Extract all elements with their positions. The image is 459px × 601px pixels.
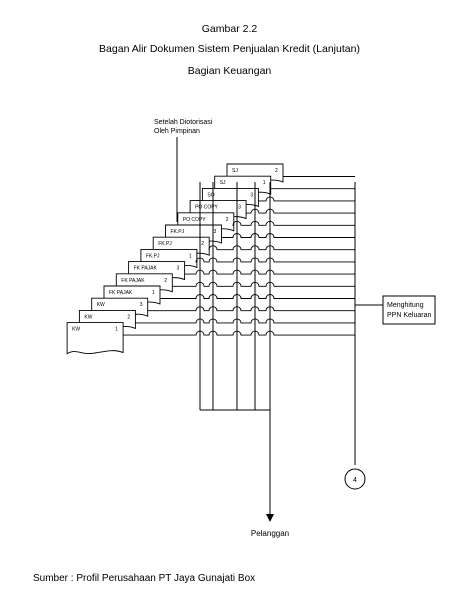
document-label: SJ — [232, 168, 238, 174]
document-copy-number: 1 — [189, 253, 192, 259]
document-wire — [147, 306, 355, 312]
document-copy-number: 1 — [152, 290, 155, 296]
document-wire — [208, 245, 355, 251]
destination-label: Pelanggan — [251, 529, 289, 538]
process-label-1: Menghitung — [387, 302, 424, 309]
document-14: KW 1 — [66, 322, 124, 355]
source-note: Sumber : Profil Perusahaan PT Jaya Gunaj… — [33, 573, 256, 584]
document-label: KW — [84, 314, 92, 320]
document-label: FK PAJAK — [109, 290, 133, 296]
annotation-line-1: Setelah Diotorisasi — [154, 119, 213, 126]
document-label: PO COPY — [183, 217, 206, 223]
document-label: KW — [97, 302, 105, 308]
document-label: FK.PJ — [146, 253, 160, 259]
document-label: SO — [207, 192, 214, 198]
document-copy-number: 2 — [226, 217, 229, 223]
document-copy-number: 3 — [214, 229, 217, 235]
document-copy-number: 3 — [238, 205, 241, 211]
connector-lines — [123, 176, 383, 411]
document-label: FK.PJ — [171, 229, 185, 235]
connector-label: 4 — [353, 477, 357, 484]
process-menghitung-ppn: Menghitung PPN Keluaran — [382, 295, 436, 325]
document-wire — [135, 318, 355, 324]
document-wire — [184, 269, 355, 275]
document-copy-number: 2 — [275, 168, 278, 174]
document-wire — [195, 257, 355, 263]
document-wire — [258, 196, 355, 202]
offpage-connector: 4 — [344, 468, 366, 490]
document-wire — [123, 330, 355, 336]
document-copy-number: 1 — [263, 180, 266, 186]
document-copy-number: 2 — [201, 241, 204, 247]
document-copy-number: 1 — [115, 327, 118, 333]
document-copy-number: 3 — [177, 266, 180, 272]
document-wire — [232, 220, 355, 226]
document-wire — [221, 233, 355, 238]
document-label: FK PAJAK — [121, 278, 145, 284]
figure-title: Bagan Alir Dokumen Sistem Penjualan Kred… — [99, 43, 360, 55]
document-label: KW — [72, 327, 80, 333]
document-wire — [246, 208, 355, 214]
annotation-line-2: Oleh Pimpinan — [154, 128, 200, 135]
process-label-2: PPN Keluaran — [387, 312, 431, 319]
document-copy-number: 3 — [250, 192, 253, 198]
figure-number: Gambar 2.2 — [201, 23, 258, 35]
figure-subtitle: Bagian Keuangan — [187, 65, 272, 77]
document-copy-number: 2 — [164, 278, 167, 284]
document-wire — [172, 281, 355, 287]
document-copy-number: 3 — [140, 302, 143, 308]
document-label: SJ — [220, 180, 226, 186]
document-shape — [66, 322, 124, 355]
document-wire — [160, 294, 355, 299]
document-label: FK.PJ — [158, 241, 172, 247]
document-label: FK PAJAK — [134, 266, 158, 272]
document-copy-number: 2 — [127, 314, 130, 320]
document-label: PO COPY — [195, 205, 218, 211]
